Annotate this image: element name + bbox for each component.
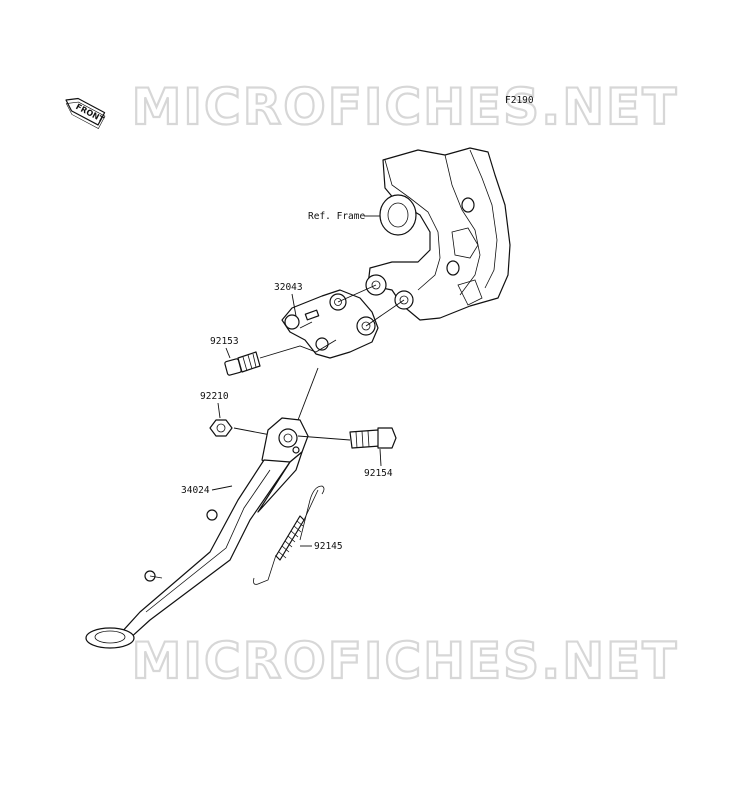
bolt-92153 [224, 351, 261, 376]
label-92145: 92145 [314, 541, 343, 552]
front-arrow-icon [65, 97, 106, 126]
diagram-code: F2190 [505, 95, 534, 106]
watermark-top: MICROFICHES.NET [132, 78, 679, 136]
label-32043: 32043 [274, 282, 303, 293]
bracket-32043 [281, 289, 379, 359]
side-stand-34024 [85, 417, 309, 649]
label-34024: 34024 [181, 485, 210, 496]
spring-92145 [253, 485, 325, 585]
label-92210: 92210 [200, 391, 229, 402]
frame-part [365, 147, 511, 321]
front-badge: FRONT [65, 97, 106, 129]
watermark-bottom: MICROFICHES.NET [132, 632, 679, 690]
nut-92210 [209, 419, 233, 437]
bolt-92154 [349, 427, 397, 449]
label-92154: 92154 [364, 468, 393, 479]
label-ref-frame: Ref. Frame [308, 211, 365, 222]
label-92153: 92153 [210, 336, 239, 347]
